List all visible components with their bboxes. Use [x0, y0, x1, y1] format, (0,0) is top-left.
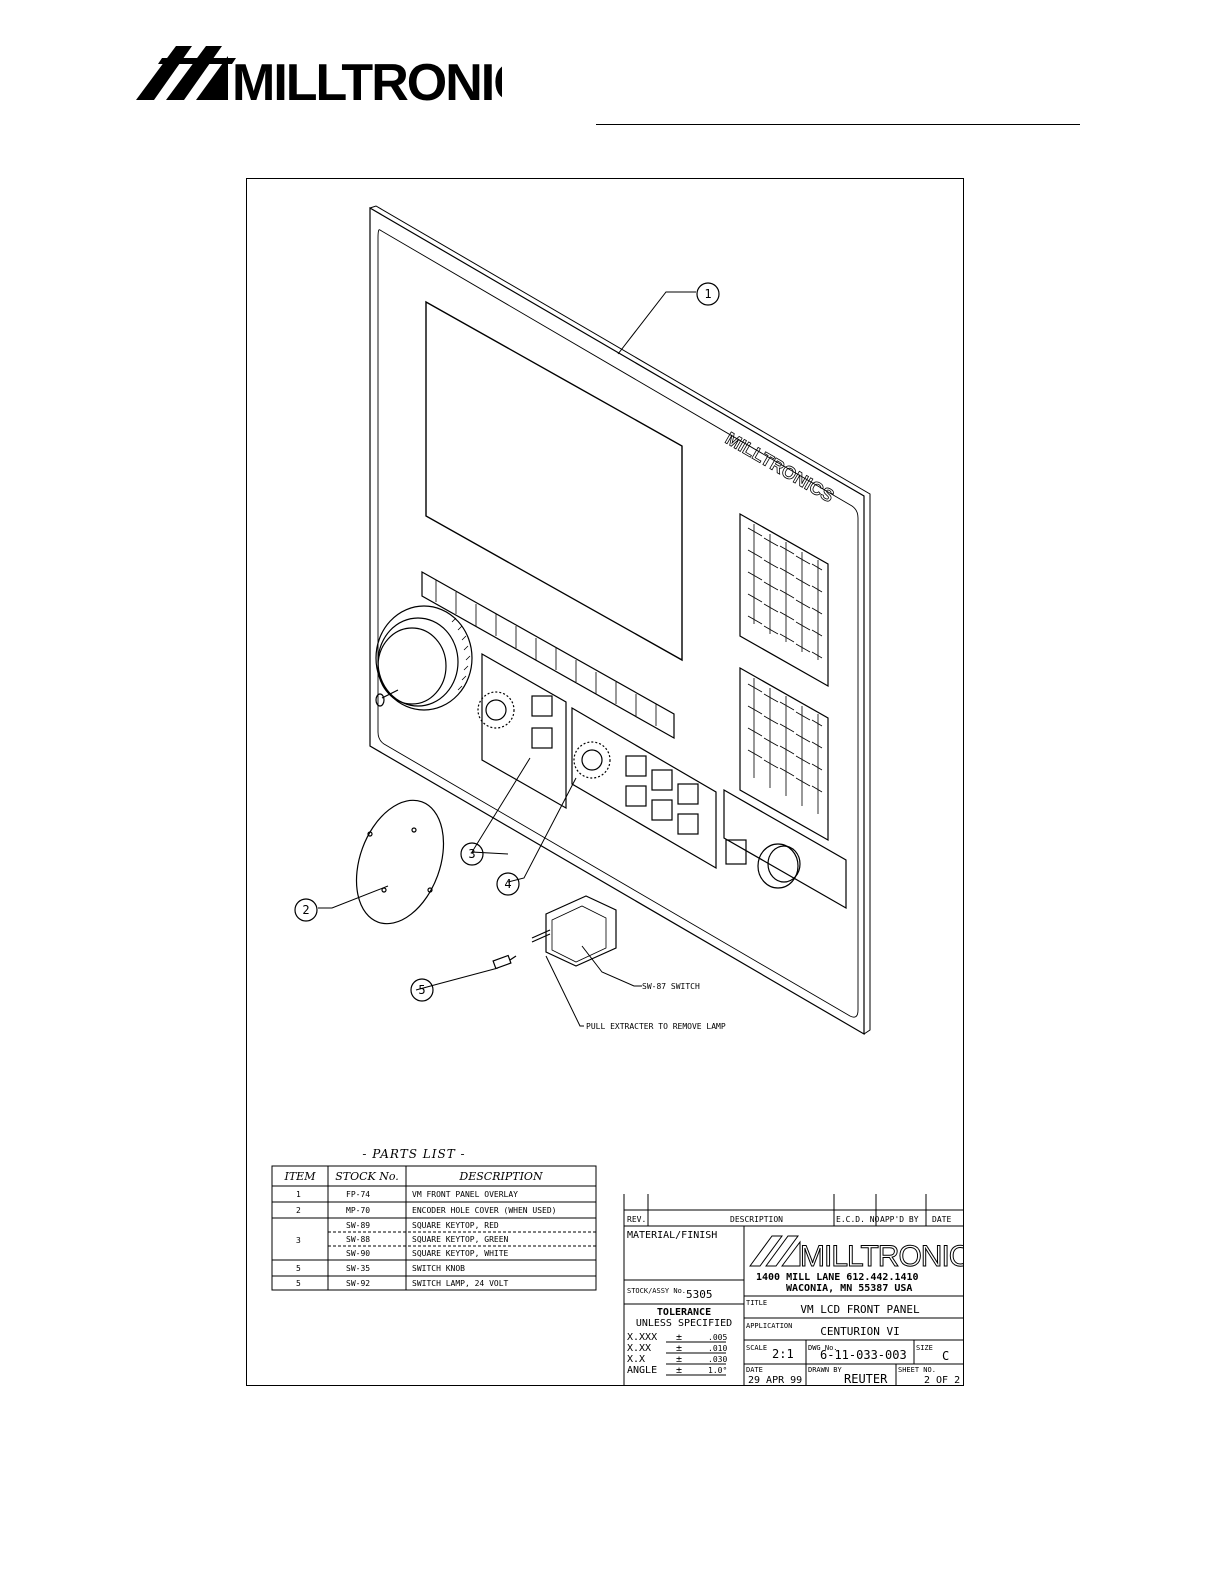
drawing-frame [246, 178, 964, 1386]
table-row: 2 [296, 1206, 301, 1215]
keypad-upper [739, 512, 829, 688]
drawn-value: REUTER [844, 1372, 888, 1386]
milltronics-logo: MILLTRONICS [136, 46, 502, 104]
panel-logo-text: MILLTRONICS [722, 428, 837, 506]
table-cell: VM FRONT PANEL OVERLAY [412, 1190, 518, 1199]
tolerance-value: .005 [708, 1333, 727, 1342]
table-cell: SW-90 [346, 1249, 370, 1258]
panel-logo: MILLTRONICS [722, 428, 838, 507]
table-cell: SWITCH KNOB [412, 1264, 465, 1273]
control-pod-left [477, 652, 567, 810]
scale-label: SCALE [746, 1344, 767, 1352]
parts-list: - PARTS LIST - ITEM STOCK No. DESCRIPTIO… [271, 1147, 597, 1291]
date-header: DATE [932, 1215, 951, 1224]
keypad-lower [739, 666, 829, 842]
table-cell: SQUARE KEYTOP, WHITE [412, 1249, 509, 1258]
title-block-logo: MILLTRONICS [749, 1235, 964, 1274]
scale-value: 2:1 [772, 1347, 794, 1361]
title-block-logo-text: MILLTRONICS [800, 1240, 964, 1273]
sheet-label: SHEET NO. [898, 1366, 936, 1374]
table-row: 3 [296, 1236, 301, 1245]
callout-4: 4 [504, 877, 511, 891]
parts-header-stock: STOCK No. [335, 1170, 399, 1183]
tolerance-value: .010 [708, 1344, 727, 1353]
tolerance-label-xxx: X.XX [627, 1343, 651, 1354]
tolerance-sublabel: UNLESS SPECIFIED [636, 1318, 732, 1329]
table-cell: SQUARE KEYTOP, GREEN [412, 1235, 509, 1244]
date-label: DATE [746, 1366, 763, 1374]
dwg-value: 6-11-033-003 [820, 1348, 907, 1362]
table-cell: SW-89 [346, 1221, 370, 1230]
ecd-header: E.C.D. NO [836, 1215, 880, 1224]
tolerance-label-xx: X.X [627, 1354, 645, 1365]
tolerance-sign: ± [676, 1365, 682, 1376]
parts-header-item: ITEM [284, 1170, 317, 1183]
rev-description-header: DESCRIPTION [730, 1215, 783, 1224]
tolerance-label-xxxx: X.XXX [627, 1332, 657, 1343]
front-panel-overlay [369, 205, 871, 1036]
application-value: CENTURION VI [820, 1325, 899, 1338]
control-pod-right [571, 706, 717, 870]
callout-5: 5 [418, 983, 425, 997]
lcd-screen [425, 300, 683, 662]
address-line-2: WACONIA, MN 55387 USA [786, 1283, 912, 1294]
callout-2: 2 [302, 903, 309, 917]
table-cell: SWITCH LAMP, 24 VOLT [412, 1279, 509, 1288]
application-label: APPLICATION [746, 1322, 792, 1330]
tolerance-value: .030 [708, 1355, 727, 1364]
parts-list-title: - PARTS LIST - [362, 1147, 465, 1161]
tolerance-label-angle: ANGLE [627, 1365, 657, 1376]
title-value: VM LCD FRONT PANEL [800, 1303, 920, 1316]
table-cell: MP-70 [346, 1206, 370, 1215]
table-cell: SW-92 [346, 1279, 370, 1288]
logo-mark-icon [136, 46, 236, 100]
softkey-row [421, 570, 675, 740]
note-lamp: PULL EXTRACTER TO REMOVE LAMP [586, 1022, 726, 1031]
drawn-label: DRAWN BY [808, 1366, 843, 1374]
switch-lamp [492, 954, 517, 970]
tolerance-sign: ± [676, 1332, 682, 1343]
tolerance-sign: ± [676, 1354, 682, 1365]
tolerance-sign: ± [676, 1343, 682, 1354]
tolerance-label: TOLERANCE [657, 1307, 711, 1318]
date-value: 29 APR 99 [748, 1375, 802, 1386]
title-label: TITLE [746, 1299, 767, 1307]
dwg-label: DWG No. [808, 1344, 838, 1352]
table-cell: SW-35 [346, 1264, 370, 1273]
title-block: REV. DESCRIPTION E.C.D. NO APP'D BY DATE… [623, 1194, 964, 1386]
callout-3: 3 [468, 847, 475, 861]
logo-wordmark: MILLTRONICS [232, 54, 502, 104]
table-row: 1 [296, 1190, 301, 1199]
table-cell: FP-74 [346, 1190, 370, 1199]
table-cell: SQUARE KEYTOP, RED [412, 1221, 499, 1230]
size-value: C [942, 1349, 949, 1363]
material-label: MATERIAL/FINISH [627, 1230, 717, 1241]
stock-label: STOCK/ASSY No. [627, 1287, 686, 1295]
header-rule [596, 124, 1080, 125]
encoder-hole-cover [355, 799, 445, 925]
sw87-switch [531, 895, 617, 967]
callout-bubbles [294, 282, 720, 1002]
estop-pod [723, 788, 847, 910]
table-cell: ENCODER HOLE COVER (WHEN USED) [412, 1206, 557, 1215]
stock-value: 5305 [686, 1288, 713, 1301]
table-cell: SW-88 [346, 1235, 370, 1244]
size-label: SIZE [916, 1344, 933, 1352]
table-row: 5 [296, 1279, 301, 1288]
rev-header: REV. [627, 1215, 646, 1224]
leader-lines [318, 291, 696, 1027]
parts-header-description: DESCRIPTION [458, 1170, 543, 1183]
drawing-sheet: MILLTRONICS [271, 205, 964, 1386]
sheet-value: 2 OF 2 [924, 1375, 960, 1386]
appd-header: APP'D BY [880, 1215, 919, 1224]
table-row: 5 [296, 1264, 301, 1273]
callout-1: 1 [704, 287, 711, 301]
note-switch: SW-87 SWITCH [642, 982, 700, 991]
tolerance-value: 1.0° [708, 1366, 727, 1375]
handwheel-encoder [375, 605, 473, 711]
address-line-1: 1400 MILL LANE 612.442.1410 [756, 1272, 919, 1283]
